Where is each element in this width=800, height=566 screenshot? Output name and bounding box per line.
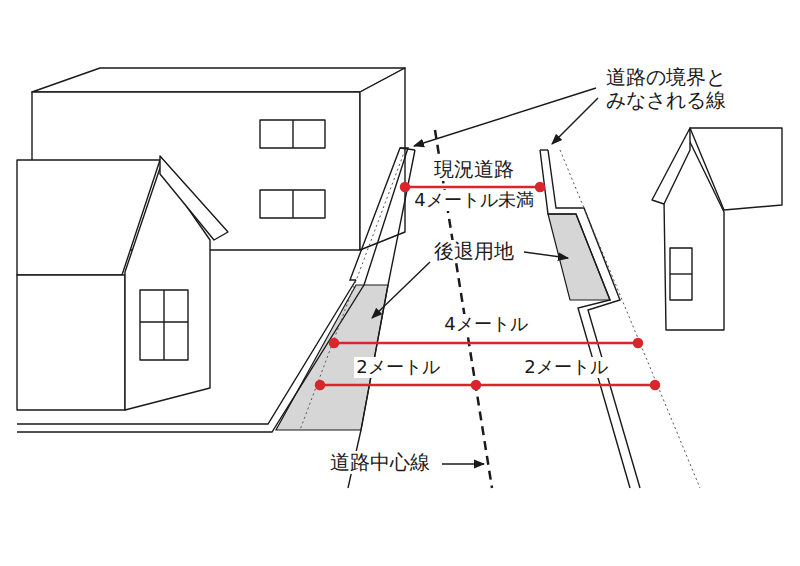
dimension-lines: [316, 183, 659, 389]
setback-area: [276, 214, 610, 430]
boundary-note: 道路の境界と みなされる線: [604, 66, 740, 112]
setback-label: 後退用地: [432, 240, 516, 263]
road-edges: [17, 148, 640, 488]
width-note: 4メートル未満: [412, 190, 535, 211]
house-right: [652, 128, 782, 330]
dimension-text: 2メートル: [522, 357, 609, 378]
road-label: 現況道路: [432, 158, 516, 181]
dimension-text: 2メートル: [354, 357, 441, 378]
house-left: [17, 156, 228, 410]
centerline-label: 道路中心線: [328, 451, 432, 474]
leader-lines: [372, 88, 598, 464]
road-centerline: [435, 130, 492, 488]
boundary-line: [300, 150, 700, 488]
dimension-text: 4メートル: [442, 314, 529, 335]
